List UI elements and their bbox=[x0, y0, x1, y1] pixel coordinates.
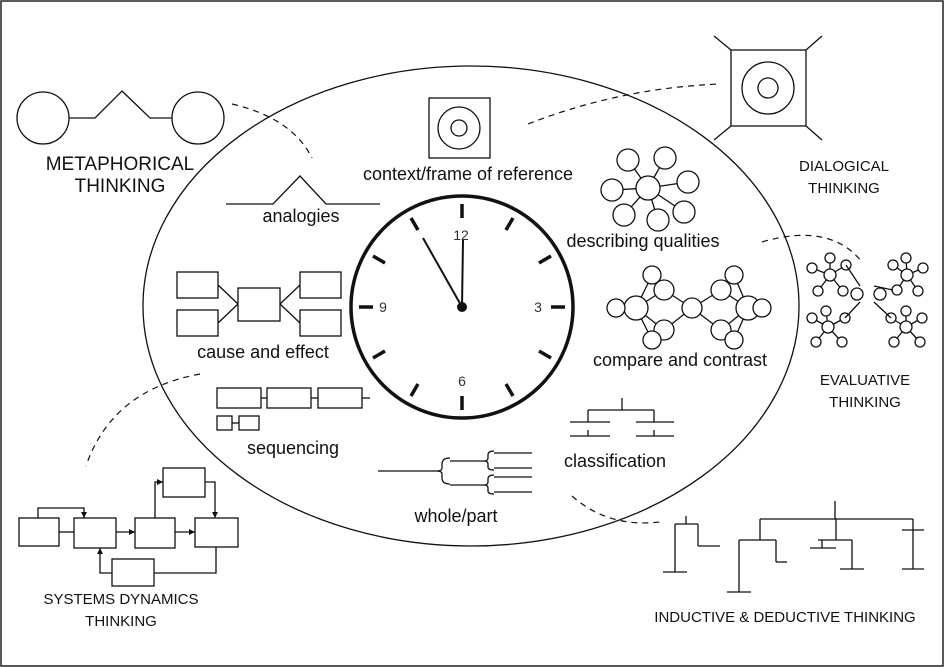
compare-and-contrast-label: compare and contrast bbox=[593, 350, 767, 370]
dashed-connector-metaphorical bbox=[231, 103, 313, 159]
clock-numeral-6: 6 bbox=[458, 373, 466, 389]
dashed-connector-evaluative bbox=[761, 234, 863, 263]
dashed-connector-systems bbox=[85, 373, 201, 467]
dialogical-icon bbox=[713, 35, 823, 141]
sequencing-label: sequencing bbox=[247, 438, 339, 458]
clock-hour-hand bbox=[461, 239, 464, 308]
systems-dynamics-icon bbox=[18, 467, 239, 587]
context-label: context/frame of reference bbox=[363, 164, 573, 184]
analogies-label: analogies bbox=[262, 206, 339, 226]
describing-qualities-label: describing qualities bbox=[566, 231, 719, 251]
compare-and-contrast-icon bbox=[606, 265, 772, 350]
context-icon bbox=[428, 97, 491, 159]
analogies-icon bbox=[226, 175, 380, 205]
dialogical-label-line1: DIALOGICAL bbox=[799, 158, 889, 175]
evaluative-label-line1: EVALUATIVE bbox=[820, 372, 910, 389]
metaphorical-icon bbox=[16, 90, 225, 145]
describing-qualities-icon bbox=[600, 146, 700, 232]
evaluative-icon bbox=[806, 252, 929, 348]
dashed-connector-dialogical bbox=[527, 83, 721, 125]
metaphorical-label-line2: THINKING bbox=[75, 176, 166, 197]
whole-part-icon bbox=[378, 450, 532, 495]
systems-label-line2: THINKING bbox=[85, 613, 157, 630]
cause-and-effect-icon bbox=[176, 271, 342, 337]
classification-icon bbox=[570, 398, 674, 437]
clock-numeral-12: 12 bbox=[453, 227, 469, 243]
inductive-deductive-label: INDUCTIVE & DEDUCTIVE THINKING bbox=[654, 609, 915, 626]
metaphorical-label-line1: METAPHORICAL bbox=[46, 154, 195, 175]
classification-label: classification bbox=[564, 451, 666, 471]
evaluative-label-line2: THINKING bbox=[829, 394, 901, 411]
central-ellipse bbox=[142, 65, 800, 547]
clock-center-pin bbox=[457, 302, 467, 312]
systems-label-line1: SYSTEMS DYNAMICS bbox=[43, 591, 198, 608]
whole-part-label: whole/part bbox=[413, 506, 497, 526]
clock-numeral-9: 9 bbox=[379, 299, 387, 315]
dashed-connector-inductive bbox=[571, 495, 661, 524]
clock-minute-hand bbox=[422, 237, 463, 308]
clock-numeral-3: 3 bbox=[534, 299, 542, 315]
inductive-deductive-icon bbox=[663, 501, 924, 593]
sequencing-icon bbox=[216, 387, 370, 431]
clock: 12 3 6 9 bbox=[349, 194, 575, 420]
dialogical-label-line2: THINKING bbox=[808, 180, 880, 197]
cause-and-effect-label: cause and effect bbox=[197, 342, 329, 362]
